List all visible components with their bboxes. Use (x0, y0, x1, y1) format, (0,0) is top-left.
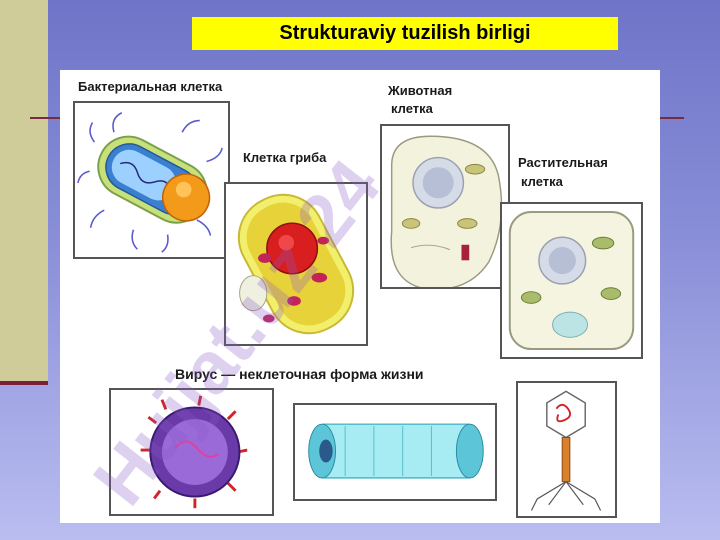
bacterial-cell-image (73, 101, 230, 259)
label-plant-cell-line1: Растительная (518, 155, 608, 170)
label-animal-cell-line1: Животная (388, 83, 453, 98)
left-rule (30, 117, 62, 119)
plant-cell-image (500, 202, 643, 359)
fungal-cell-image (224, 182, 368, 346)
side-band-accent-line (0, 381, 48, 385)
slide-title-box: Strukturaviy tuzilish birligi (192, 17, 618, 50)
slide-title: Strukturaviy tuzilish birligi (279, 22, 531, 44)
bacteriophage-image (516, 381, 617, 518)
virus-tubular-image (293, 403, 497, 501)
animal-cell-image (380, 124, 510, 289)
label-plant-cell-line2: клетка (521, 174, 563, 189)
label-fungal-cell: Клетка гриба (243, 150, 327, 165)
right-rule (660, 117, 684, 119)
label-bacterial-cell: Бактериальная клетка (78, 79, 223, 94)
virus-sphere-image (109, 388, 274, 516)
label-animal-cell-line2: клетка (391, 101, 433, 116)
figure-panel: Бактериальная клетка Клетка гриба Животн… (60, 70, 660, 523)
label-virus-caption: Вирус — неклеточная форма жизни (175, 366, 424, 382)
side-band (0, 0, 48, 383)
